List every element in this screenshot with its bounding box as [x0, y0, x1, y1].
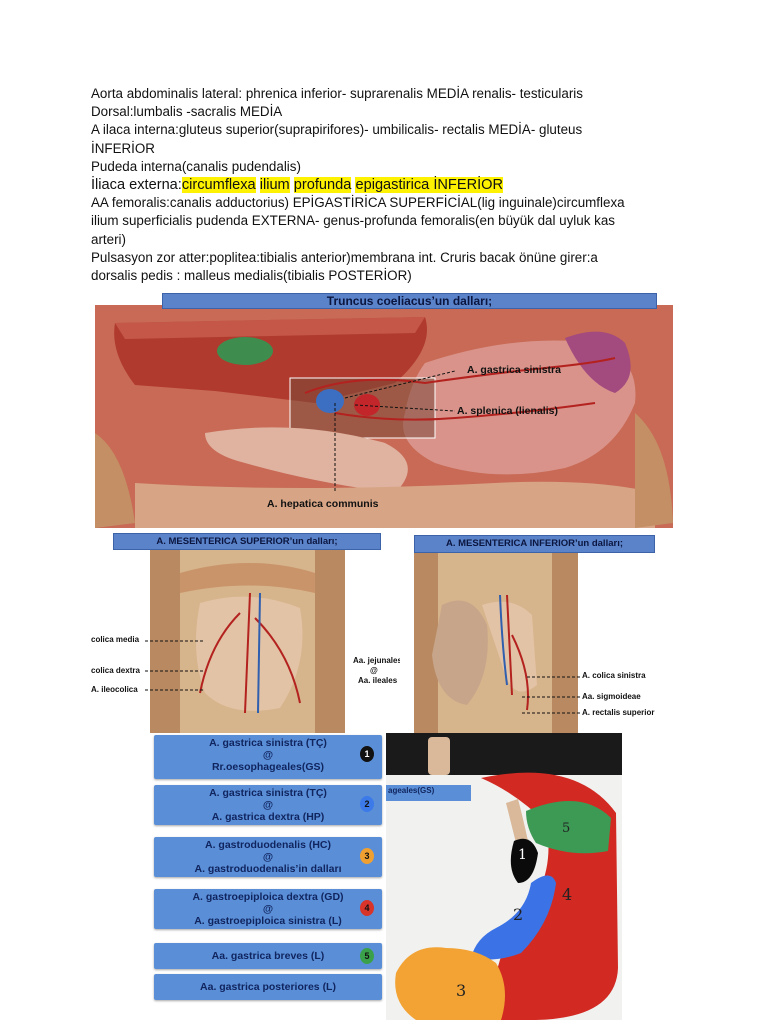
item-line: Aa. gastrica posteriores (L)	[200, 981, 336, 993]
tag-label: ageales(GS)	[388, 786, 435, 795]
highlight: profunda	[293, 177, 352, 194]
number-badge: 1	[360, 746, 374, 762]
item-line: A. gastroduodenalis’in dalları	[194, 863, 342, 875]
text-line: arteri)	[91, 231, 126, 247]
number-badge: 5	[360, 948, 374, 964]
text-line: Pulsasyon zor atter:poplitea:tibialis an…	[91, 249, 598, 265]
region-number: 5	[562, 821, 571, 836]
label-at: @	[370, 666, 378, 675]
item-line: A. gastroepiploica dextra (GD)	[192, 891, 344, 903]
figure-title: A. MESENTERICA INFERIOR’un dalları;	[414, 535, 655, 553]
artery-legend: A. gastrica sinistra (TÇ) @ Rr.oesophage…	[150, 733, 386, 1020]
number-badge: 4	[360, 900, 374, 916]
label-colica-media: colica media	[91, 635, 140, 644]
gastric-arteries-figure: A. gastrica sinistra (TÇ) @ Rr.oesophage…	[150, 733, 622, 1020]
text-line: A ilaca interna:gluteus superior(suprapi…	[91, 122, 583, 138]
item-line: A. gastrica sinistra (TÇ)	[209, 737, 327, 749]
item-line: Rr.oesophageales(GS)	[211, 761, 325, 773]
legend-item: A. gastroduodenalis (HC) @ A. gastroduod…	[154, 837, 382, 877]
label-colica-dextra: colica dextra	[91, 666, 140, 675]
legend-item: A. gastroepiploica dextra (GD) @ A. gast…	[154, 889, 382, 929]
text-line: AA femoralis:canalis adductorius) EPİGAS…	[91, 195, 625, 211]
item-line: @	[262, 903, 274, 915]
legend-item: Aa. gastrica breves (L) 5	[154, 943, 382, 969]
label-splenica: A. splenica (lienalis)	[457, 405, 558, 417]
label-ileales: Aa. ileales	[358, 676, 398, 685]
label-jejunales: Aa. jejunales	[353, 656, 400, 665]
label-colica-sinistra: A. colica sinistra	[582, 671, 646, 680]
iliaca-prefix: İliaca externa:	[91, 177, 182, 194]
stomach-model: ageales(GS) 1 2 3 4 5	[386, 733, 622, 1020]
label-rectalis-superior: A. rectalis superior	[582, 708, 655, 717]
item-line: @	[262, 851, 274, 863]
stomach-model-drawing	[386, 733, 622, 1020]
item-line: A. gastroduodenalis (HC)	[204, 839, 331, 851]
figure-title: Truncus coeliacus’un dalları;	[162, 293, 657, 309]
label-gastrica-sinistra: A. gastrica sinistra	[467, 364, 561, 376]
number-badge: 2	[360, 796, 374, 812]
text-line: İNFERİOR	[91, 140, 155, 156]
region-number: 3	[456, 981, 467, 1000]
figure-title: A. MESENTERICA SUPERIOR’un dalları;	[113, 533, 381, 550]
legend-item: A. gastrica sinistra (TÇ) @ A. gastrica …	[154, 785, 382, 825]
number-badge: 3	[360, 848, 374, 864]
highlight: epigastirica İNFERİOR	[355, 177, 504, 194]
colon-illustration	[414, 553, 580, 733]
intestine-illustration	[145, 548, 345, 733]
item-line: A. gastroepiploica sinistra (L)	[194, 915, 342, 927]
mesenterica-superior-figure: A. MESENTERICA SUPERIOR’un dalları; coli…	[80, 533, 400, 733]
stomach-illustration	[95, 305, 673, 528]
label-hepatica-communis: A. hepatica communis	[267, 498, 379, 510]
highlight: ilium	[259, 177, 290, 194]
legend-item: Aa. gastrica posteriores (L)	[154, 974, 382, 1000]
item-line: Aa. gastrica breves (L)	[211, 950, 325, 962]
region-number: 4	[562, 885, 573, 904]
notes-text: Aorta abdominalis lateral: phrenica infe…	[91, 85, 681, 285]
item-line: A. gastrica dextra (HP)	[211, 811, 325, 823]
region-number: 2	[513, 905, 524, 924]
legend-item: A. gastrica sinistra (TÇ) @ Rr.oesophage…	[154, 735, 382, 779]
item-line: A. gastrica sinistra (TÇ)	[209, 787, 327, 799]
truncus-coeliacus-figure: Truncus coeliacus’un dalları; A. gastric…	[95, 293, 673, 528]
text-line: Pudeda interna(canalis pudendalis)	[91, 158, 301, 174]
highlight: circumflexa	[181, 177, 256, 194]
item-line: @	[262, 799, 274, 811]
iliaca-line: İliaca externa:circumflexa ilium profund…	[91, 176, 681, 194]
label-sigmoideae: Aa. sigmoideae	[582, 692, 641, 701]
text-line: ilium superficialis pudenda EXTERNA- gen…	[91, 213, 615, 229]
label-ileocolica: A. ileocolica	[91, 685, 138, 694]
mesenterica-inferior-figure: A. MESENTERICA INFERIOR’un dalları; A. c…	[412, 535, 668, 733]
region-number: 1	[518, 847, 527, 863]
text-line: dorsalis pedis : malleus medialis(tibial…	[91, 268, 412, 284]
text-line: Aorta abdominalis lateral: phrenica infe…	[91, 86, 583, 101]
item-line: @	[262, 749, 274, 761]
text-line: Dorsal:lumbalis -sacralis MEDİA	[91, 104, 283, 120]
